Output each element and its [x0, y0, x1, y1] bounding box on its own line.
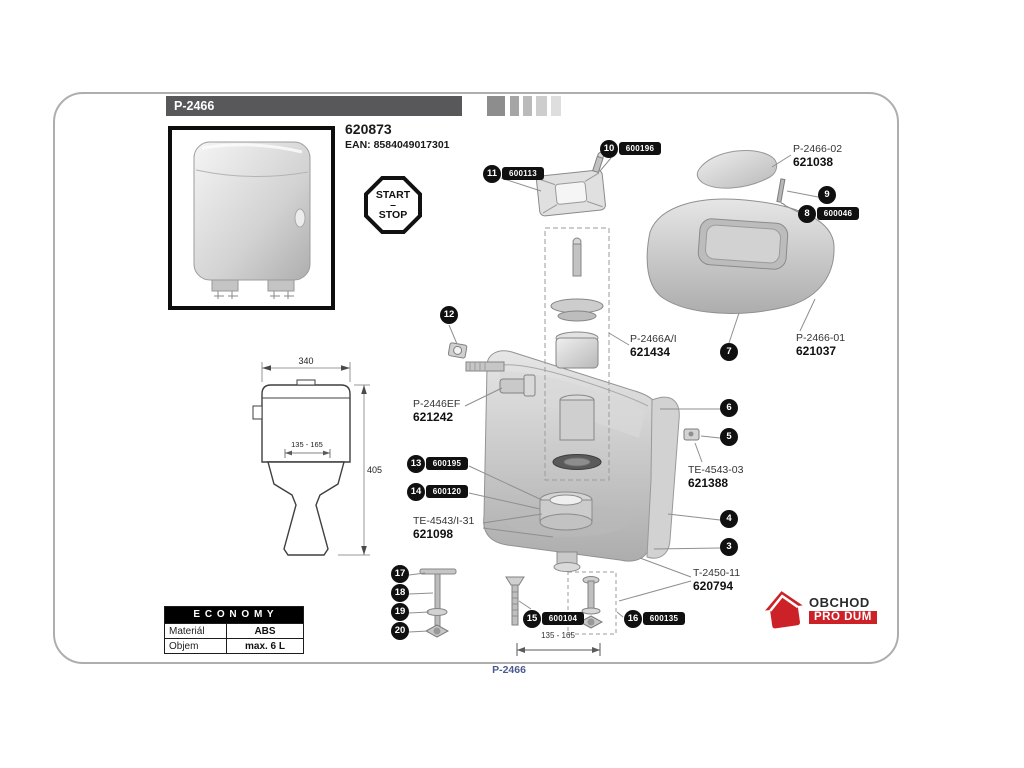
callout-9: 9: [818, 186, 836, 204]
bottom-dimension-label: 135 - 165: [541, 631, 575, 640]
code-pill-600104: 600104: [542, 612, 584, 625]
part-label: P-2466-01 621037: [796, 332, 845, 358]
part-code: 620794: [693, 579, 734, 593]
callout-8: 8: [798, 205, 816, 223]
header-decoration: [523, 96, 532, 116]
callout-17: 17: [391, 565, 409, 583]
code-pill-600135: 600135: [643, 612, 685, 625]
page-title: P-2466: [166, 96, 462, 116]
callout-14: 14: [407, 483, 425, 501]
part-label: P-2466-02 621038: [793, 143, 842, 169]
part-label: TE-4543/I-31 621098: [413, 515, 474, 541]
product-photo-frame: [168, 126, 335, 310]
callout-11: 11: [483, 165, 501, 183]
header-decoration: [487, 96, 505, 116]
table-row: Materiál ABS: [165, 623, 303, 638]
callout-20: 20: [391, 622, 409, 640]
part-code: 621038: [793, 155, 834, 169]
product-photo: [193, 141, 311, 299]
octagon-face: [368, 180, 418, 230]
part-name: TE-4543-03: [688, 464, 744, 476]
badge-divider: –: [390, 199, 396, 211]
code-pill-600196: 600196: [619, 142, 661, 155]
logo-line1: OBCHOD: [809, 594, 870, 610]
callout-5: 5: [720, 428, 738, 446]
cistern-outline: [252, 379, 351, 556]
part-name: TE-4543/I-31: [413, 515, 475, 527]
start-stop-badge: START – STOP: [364, 176, 422, 234]
product-ean: EAN: 8584049017301: [345, 139, 450, 151]
badge-start-label: START: [375, 189, 411, 201]
part-name: P-2466-01: [796, 332, 846, 344]
callout-13: 13: [407, 455, 425, 473]
part-code: 621242: [413, 410, 454, 424]
economy-table: E C O N O M Y Materiál ABS Objem max. 6 …: [164, 606, 304, 654]
part-label: TE-4543-03 621388: [688, 464, 743, 490]
callout-18: 18: [391, 584, 409, 602]
callout-10: 10: [600, 140, 618, 158]
logo-line2: PRO DŮM: [809, 610, 877, 624]
material-value: ABS: [227, 623, 303, 638]
callout-7: 7: [720, 343, 738, 361]
product-number: 620873: [345, 121, 392, 137]
shop-logo: OBCHOD PRO DŮM: [762, 588, 877, 630]
range-dimension: [284, 449, 331, 458]
part-name: T-2450-11: [693, 567, 741, 579]
callout-12: 12: [440, 306, 458, 324]
callout-3: 3: [720, 538, 738, 556]
dimension-drawing: 340 405 135 - 165: [252, 356, 382, 556]
badge-stop-label: STOP: [378, 209, 408, 221]
callout-4: 4: [720, 510, 738, 528]
code-pill-600195: 600195: [426, 457, 468, 470]
material-label: Materiál: [165, 623, 227, 638]
header-decoration: [551, 96, 561, 116]
part-code: 621098: [413, 527, 454, 541]
header-decoration: [536, 96, 547, 116]
volume-label: Objem: [165, 638, 227, 653]
dim-width-label: 340: [298, 356, 313, 366]
callout-15: 15: [523, 610, 541, 628]
table-row: Objem max. 6 L: [165, 638, 303, 653]
house-icon: [765, 591, 803, 629]
callout-16: 16: [624, 610, 642, 628]
economy-table-title: E C O N O M Y: [165, 607, 303, 623]
code-pill-600120: 600120: [426, 485, 468, 498]
header-decoration: [510, 96, 519, 116]
volume-value: max. 6 L: [227, 638, 303, 653]
part-name: P-2466A/I: [630, 333, 677, 345]
code-pill-600113: 600113: [502, 167, 544, 180]
dimension-lines: [261, 362, 370, 556]
part-code: 621434: [630, 345, 671, 359]
part-label: P-2466A/I 621434: [630, 333, 677, 359]
part-code: 621037: [796, 344, 837, 358]
part-name: P-2466-02: [793, 143, 843, 155]
footer-product-code: P-2466: [492, 664, 526, 676]
callout-6: 6: [720, 399, 738, 417]
part-label: T-2450-11 620794: [693, 567, 740, 593]
part-code: 621388: [688, 476, 729, 490]
part-name: P-2446EF: [413, 398, 461, 410]
callout-19: 19: [391, 603, 409, 621]
dim-height-label: 405: [367, 465, 382, 475]
dim-range-label: 135 - 165: [291, 440, 323, 449]
part-label: P-2446EF 621242: [413, 398, 460, 424]
code-pill-600046: 600046: [817, 207, 859, 220]
